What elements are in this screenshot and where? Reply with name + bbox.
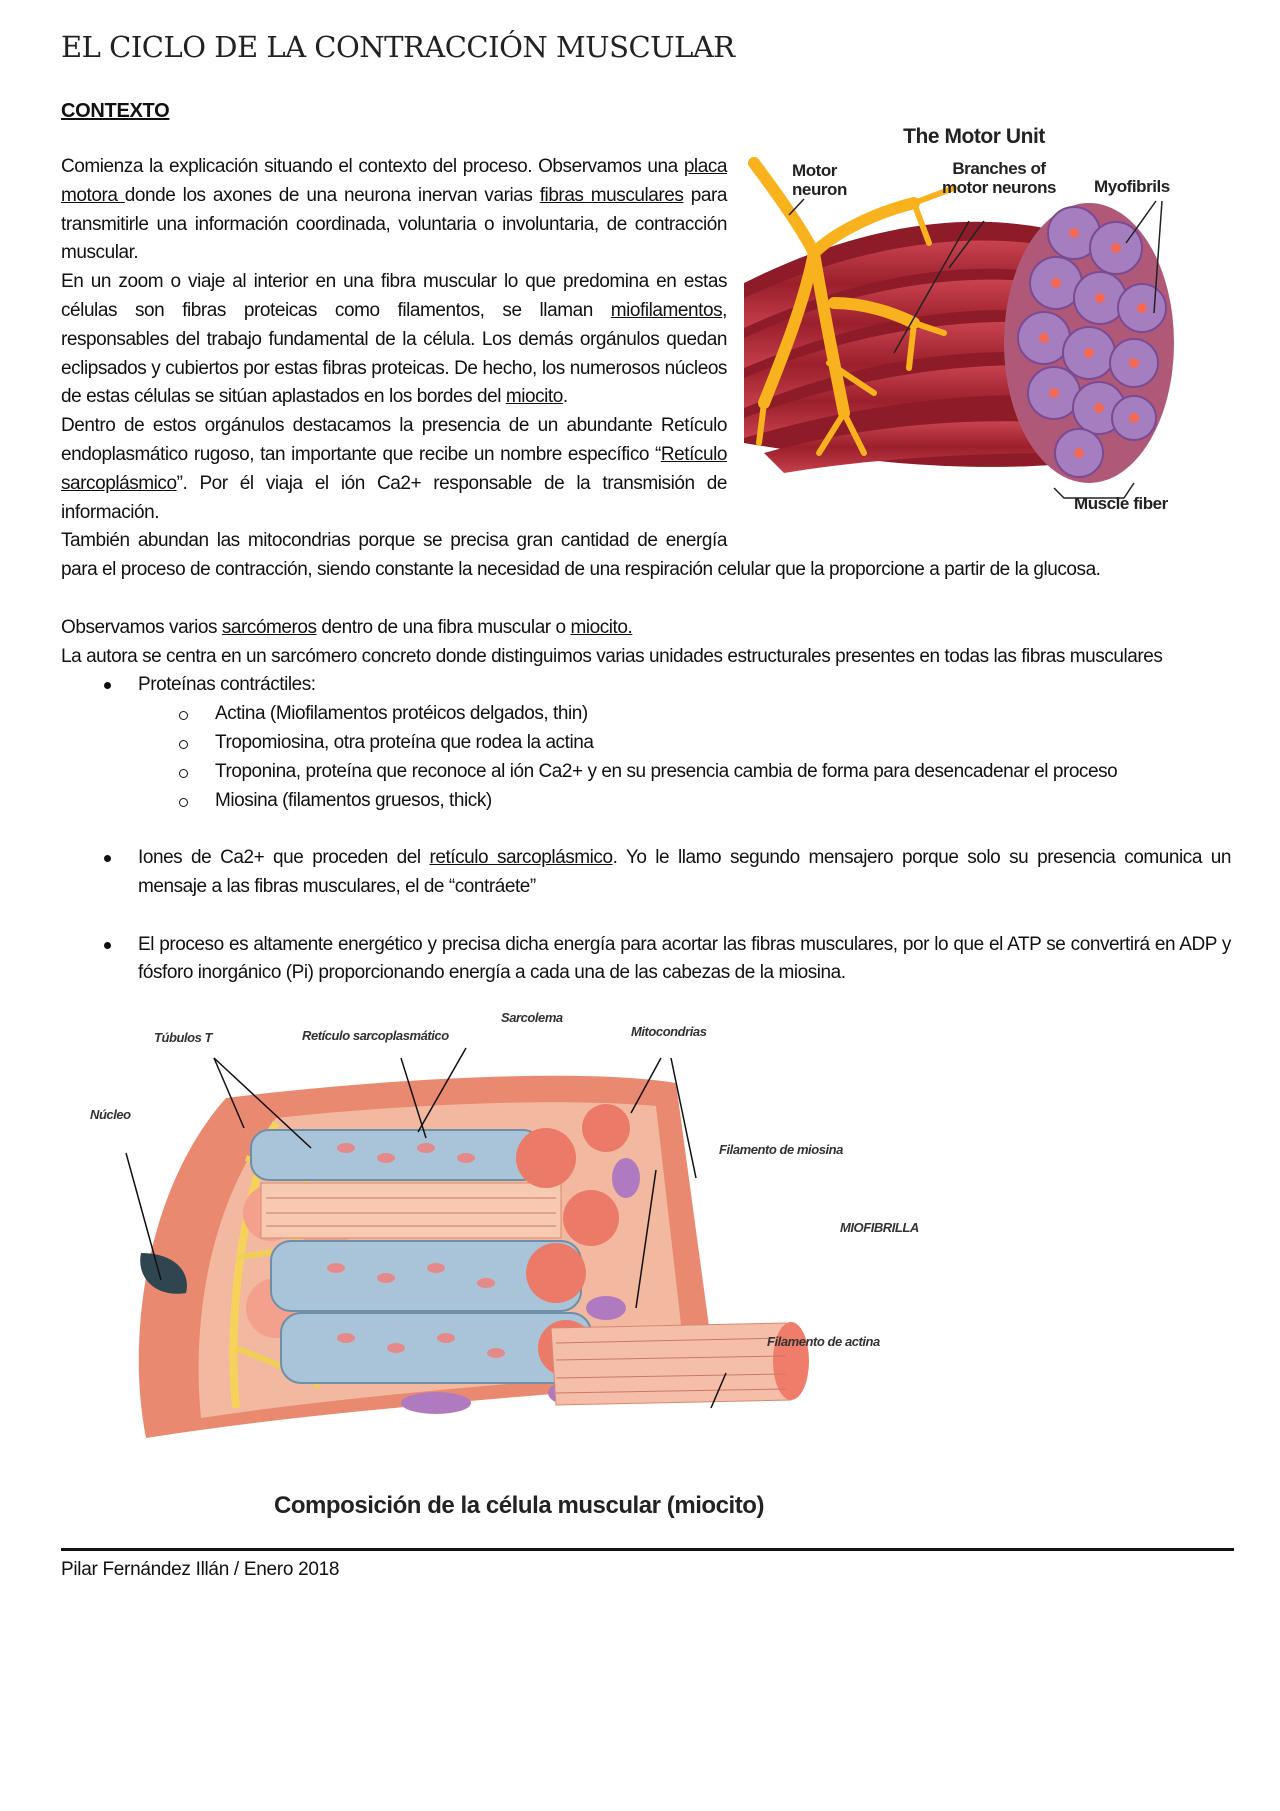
label-myofibrils: Myofibrils (1094, 177, 1170, 196)
text: para transmitirle una información coordi… (61, 184, 727, 264)
label-miofibrilla: MIOFIBRILLA (840, 1220, 919, 1236)
term-miocito: miocito (505, 386, 563, 408)
label-motor-neuron: Motor neuron (792, 161, 847, 199)
paragraph-reticulo: Dentro de estos orgánulos destacamos la … (61, 412, 1231, 527)
paragraph-sarcomeros: Observamos varios sarcómeros dentro de u… (61, 614, 1231, 643)
document-body: The Motor Unit Motor neuron Branches of … (61, 0, 1234, 1625)
label-sarcolema: Sarcolema (501, 1010, 563, 1026)
term-reticulo: Retículo sarcoplásmico (61, 443, 727, 494)
figure-title: The Motor Unit (903, 125, 1045, 148)
text: donde los axones de una neurona inervan … (124, 184, 540, 206)
sub-item: Actina (Miofilamentos protéicos delgados… (138, 700, 1231, 729)
term-fibras-musculares: fibras musculares (539, 184, 684, 206)
label-branches: Branches of motor neurons (941, 159, 1057, 197)
paragraph-mitocondrias: También abundan las mitocondrias porque … (61, 530, 1101, 581)
footer-author: Pilar Fernández Illán / Enero 2018 (61, 1559, 340, 1581)
sub-item: Tropomiosina, otra proteína que rodea la… (138, 729, 1231, 758)
text: ”. Por él viaja el ión Ca2+ responsable … (61, 472, 727, 523)
term-miocito: miocito. (570, 616, 633, 638)
bullet-item: El proceso es altamente energético y pre… (61, 931, 1231, 989)
label-mitocondrias: Mitocondrias (631, 1024, 707, 1040)
term-sarcomeros: sarcómeros (221, 616, 317, 638)
label-filamento-miosina: Filamento de miosina (719, 1142, 843, 1158)
text: . (562, 386, 568, 408)
text: dentro de una fibra muscular o (316, 616, 571, 638)
term-miofilamentos: miofilamentos (610, 299, 723, 321)
text: En un zoom o viaje al interior en una fi… (61, 271, 727, 321)
text: Comienza la explicación situando el cont… (61, 156, 684, 177)
page-title: EL CICLO DE LA CONTRACCIÓN MUSCULAR (61, 30, 735, 64)
paragraph-intro: Comienza la explicación situando el cont… (61, 153, 1231, 268)
bullet-item: Proteínas contráctiles: Actina (Miofilam… (61, 671, 1231, 815)
label-muscle-fiber: Muscle fiber (1074, 494, 1168, 513)
section-heading: CONTEXTO (61, 100, 170, 122)
sub-item: Troponina, proteína que reconoce al ión … (138, 758, 1231, 787)
sub-list: Actina (Miofilamentos protéicos delgados… (138, 700, 1231, 815)
label-nucleo: Núcleo (90, 1107, 131, 1123)
bullet-list: Proteínas contráctiles: Actina (Miofilam… (61, 671, 1231, 988)
muscle-cell-illustration (125, 1047, 809, 1439)
paragraph-autora: La autora se centra en un sarcómero conc… (61, 645, 1163, 667)
text: , responsables del trabajo fundamental d… (61, 299, 727, 408)
term-placa-motora: placa motora (61, 156, 727, 206)
label-reticulo: Retículo sarcoplasmático (302, 1028, 449, 1044)
motor-unit-figure: The Motor Unit Motor neuron Branches of … (744, 125, 1205, 519)
paragraph-zoom: En un zoom o viaje al interior en una fi… (61, 268, 1231, 412)
footer-divider (61, 1548, 1234, 1552)
motor-unit-illustration (744, 157, 1174, 499)
muscle-cell-figure: Túbulos T Retículo sarcoplasmático Sarco… (86, 1008, 946, 1528)
label-tubulos-t: Túbulos T (154, 1030, 213, 1046)
label-filamento-actina: Filamento de actina (767, 1334, 880, 1350)
text: Dentro de estos orgánulos destacamos la … (61, 415, 727, 465)
text: Observamos varios (61, 616, 222, 638)
figure-caption: Composición de la célula muscular (mioci… (273, 1492, 765, 1520)
sub-item: Miosina (filamentos gruesos, thick) (138, 787, 1231, 816)
bullet-item: Iones de Ca2+ que proceden del retículo … (61, 844, 1231, 902)
